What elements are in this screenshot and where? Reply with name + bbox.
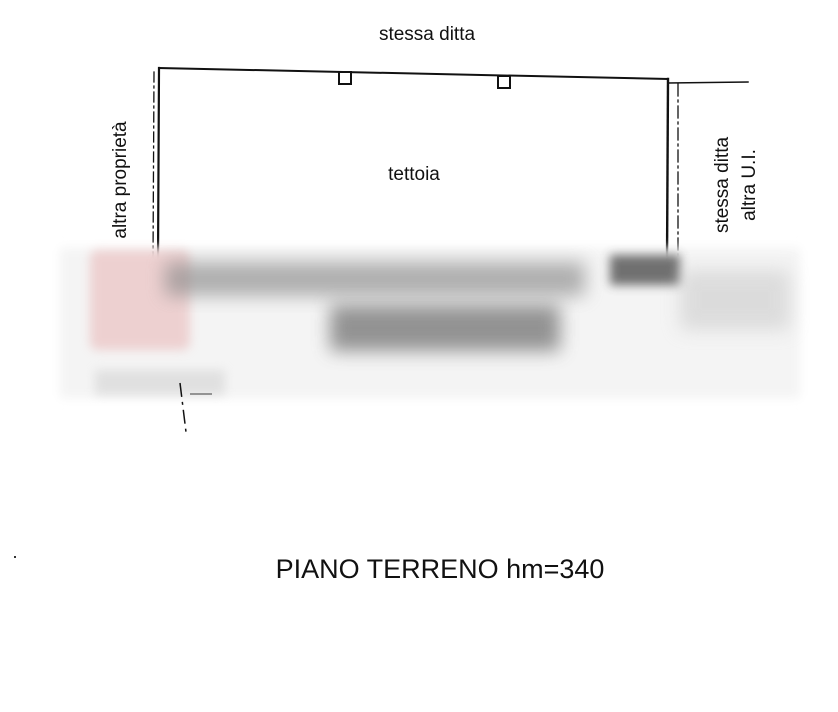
- stray-mark: [14, 556, 16, 558]
- right-neighbor-label-line2: altra U.I.: [739, 149, 760, 221]
- left-wall: [156, 66, 161, 264]
- left-neighbor-label: altra proprietà: [110, 121, 131, 239]
- room-label: tettoia: [388, 164, 440, 185]
- right-boundary-extension: [667, 81, 749, 84]
- pillar-marker: [338, 71, 352, 85]
- floor-title: PIANO TERRENO hm=340: [276, 554, 605, 584]
- pillar-marker: [497, 75, 511, 89]
- redacted-area: [60, 248, 800, 398]
- right-wall: [665, 77, 670, 264]
- building-outline: [152, 66, 749, 264]
- door-swing-line: [179, 382, 187, 433]
- right-neighbor-label-line1: stessa ditta: [712, 137, 733, 234]
- top-wall: [157, 66, 670, 81]
- top-neighbor-label: stessa ditta: [379, 24, 476, 45]
- left-property-line: [152, 71, 155, 263]
